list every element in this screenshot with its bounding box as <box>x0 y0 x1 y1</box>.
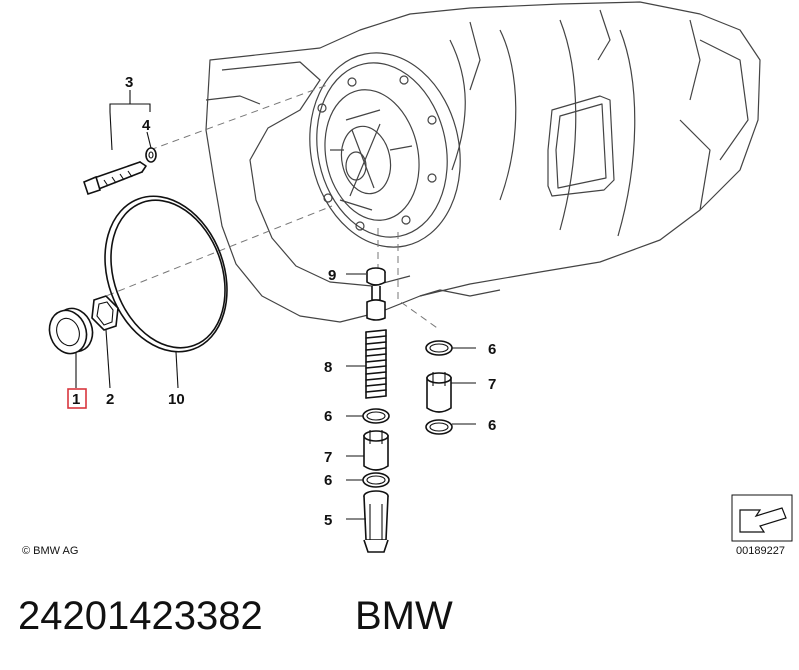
callout-6-center-upper[interactable]: 6 <box>324 408 332 425</box>
part-2-gasket[interactable] <box>91 295 119 331</box>
callout-6-right-upper[interactable]: 6 <box>488 341 496 358</box>
part-1-shaft-seal[interactable] <box>44 303 99 359</box>
part-7-sleeve-center[interactable] <box>363 430 389 471</box>
callout-7-center[interactable]: 7 <box>324 449 332 466</box>
part-10-o-ring[interactable] <box>84 179 248 369</box>
part-6-o-ring-center-lower[interactable] <box>362 472 390 488</box>
part-3-bolt[interactable] <box>83 161 147 196</box>
view-direction-icon <box>731 494 793 542</box>
callout-7-right[interactable]: 7 <box>488 376 496 393</box>
part-number: 24201423382 <box>18 594 263 638</box>
callout-8[interactable]: 8 <box>324 359 332 376</box>
callout-2[interactable]: 2 <box>106 391 114 408</box>
part-5-valve[interactable] <box>363 490 389 553</box>
part-9-cap[interactable] <box>366 267 386 321</box>
brand: BMW <box>355 594 453 638</box>
part-6-o-ring-center-upper[interactable] <box>362 408 390 424</box>
callout-1[interactable]: 1 <box>72 391 80 408</box>
highlight-box <box>67 388 87 409</box>
part-6-o-ring-right-upper[interactable] <box>425 340 453 356</box>
transmission-housing <box>205 1 761 323</box>
callout-6-center-lower[interactable]: 6 <box>324 472 332 489</box>
part-7-sleeve-right[interactable] <box>426 372 452 413</box>
part-6-o-ring-right-lower[interactable] <box>425 419 453 435</box>
callout-9[interactable]: 9 <box>328 267 336 284</box>
callout-3[interactable]: 3 <box>125 74 133 91</box>
part-4-washer[interactable] <box>145 147 157 163</box>
assembly-lines <box>95 83 441 331</box>
callout-5[interactable]: 5 <box>324 512 332 529</box>
diagram-number: 00189227 <box>736 545 785 557</box>
leader-lines <box>75 90 476 520</box>
part-8-spring[interactable] <box>365 329 387 399</box>
callout-4[interactable]: 4 <box>142 117 151 134</box>
callout-6-right-lower[interactable]: 6 <box>488 417 496 434</box>
callout-10[interactable]: 10 <box>168 391 185 408</box>
copyright: © BMW AG <box>22 545 78 557</box>
